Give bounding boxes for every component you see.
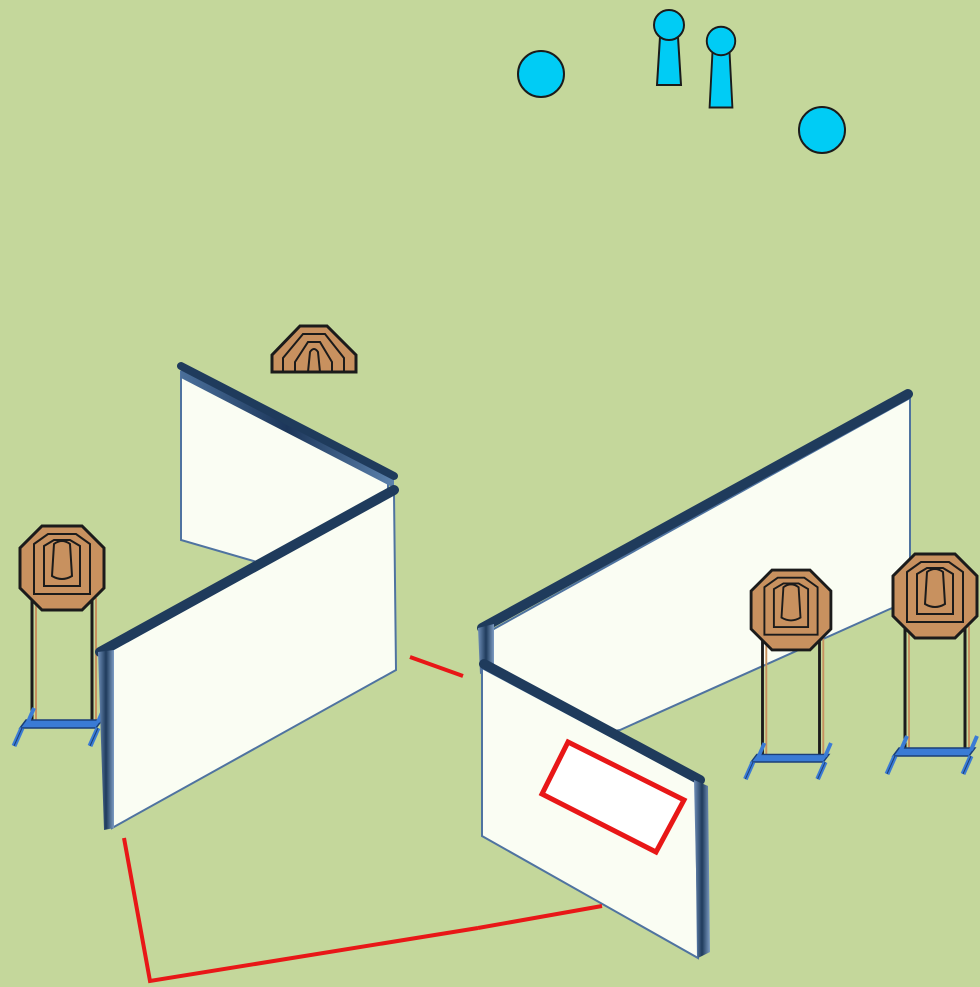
popper-left bbox=[653, 9, 685, 86]
steel-plate-left bbox=[517, 50, 565, 98]
fault-line-front-right bbox=[477, 904, 603, 930]
paper-target-low-behind-wall bbox=[270, 324, 358, 374]
start-box bbox=[538, 738, 688, 856]
popper-right bbox=[705, 25, 737, 109]
wall-left-front bbox=[95, 485, 399, 830]
paper-target-far-right bbox=[887, 554, 977, 774]
paper-target-center-right bbox=[745, 570, 831, 779]
fault-line-gap bbox=[409, 655, 464, 678]
steel-plate-right bbox=[798, 106, 846, 154]
fault-line-front-left bbox=[122, 837, 479, 984]
paper-target-left bbox=[14, 526, 104, 746]
